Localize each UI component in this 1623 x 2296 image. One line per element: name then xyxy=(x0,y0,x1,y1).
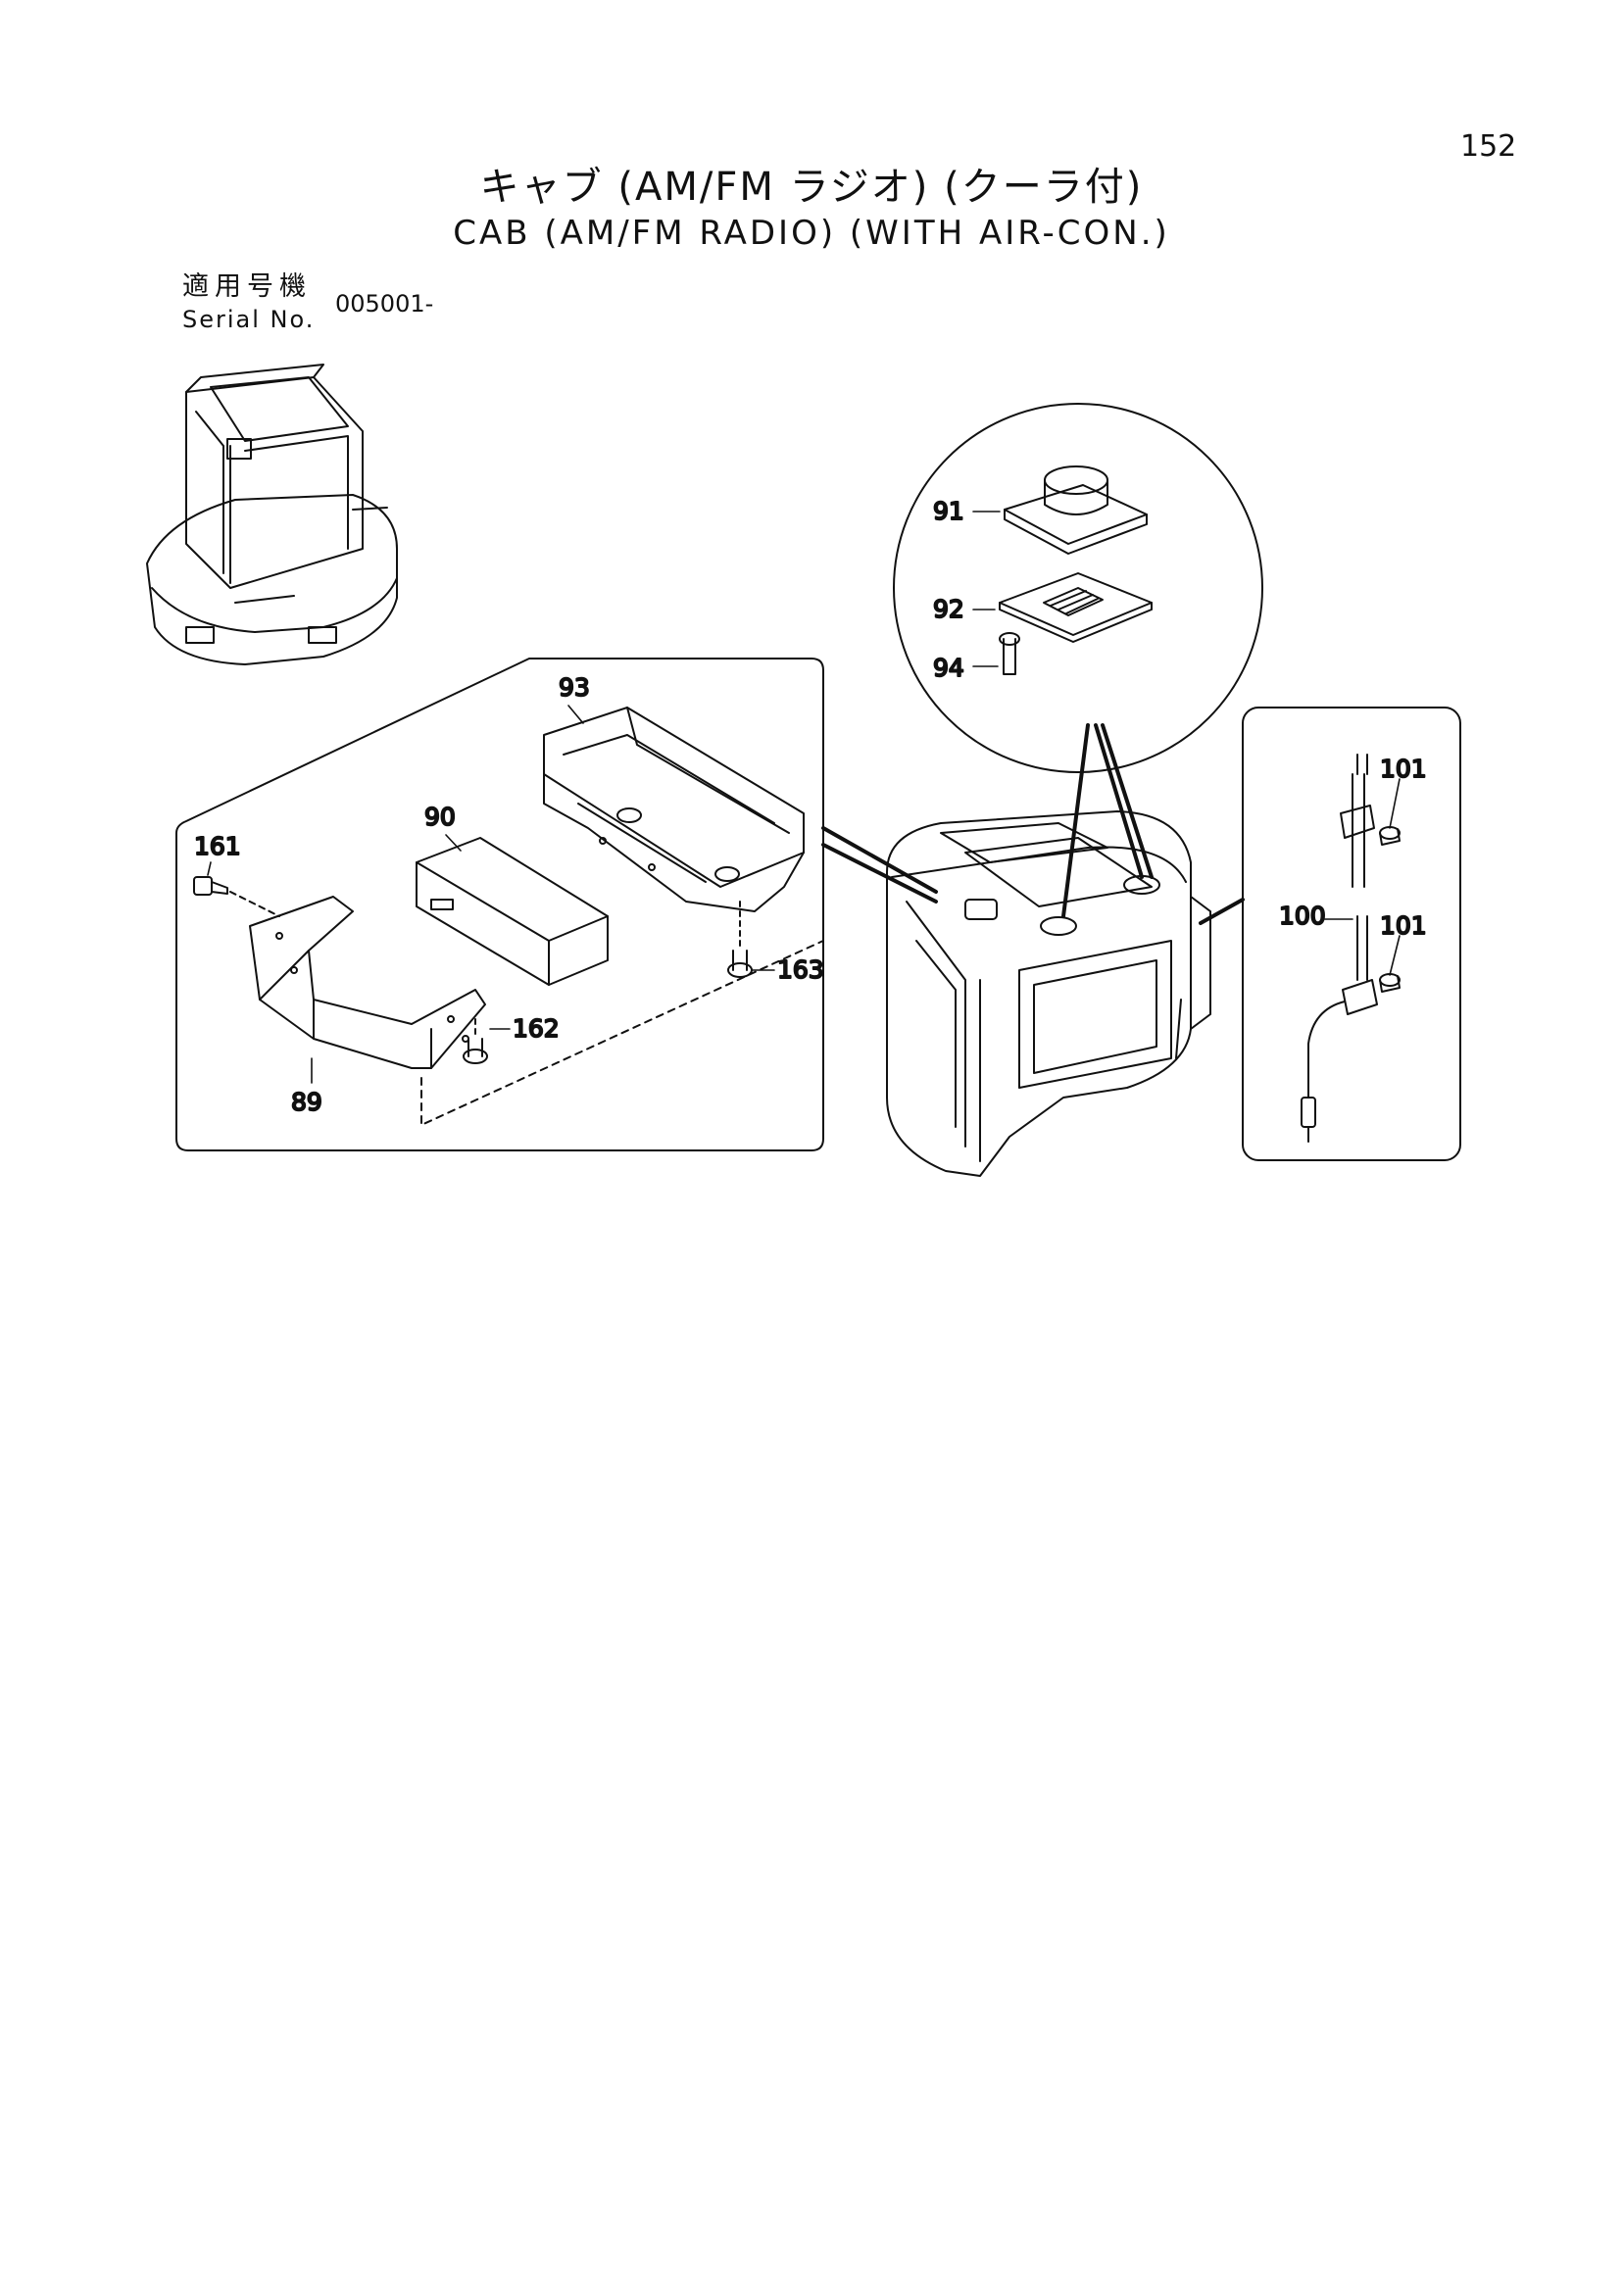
callout-93: 93 xyxy=(559,673,590,702)
serial-number-value: 005001- xyxy=(335,290,434,318)
machine-overview-illustration xyxy=(146,364,398,665)
screw-94-part xyxy=(999,632,1020,675)
bracket-part xyxy=(249,896,486,1069)
callout-leader-lines xyxy=(207,511,1401,1084)
antenna-upper-part xyxy=(1340,754,1375,888)
callout-161: 161 xyxy=(194,832,241,860)
speaker-connector-lines xyxy=(1061,723,1154,918)
radio-housing-part xyxy=(543,707,805,912)
callout-100: 100 xyxy=(1279,902,1326,930)
speaker-part xyxy=(1004,465,1148,555)
callout-101-lower: 101 xyxy=(1380,911,1427,940)
bracket-dashed-leader xyxy=(420,940,824,1126)
callout-91: 91 xyxy=(933,497,964,525)
callout-94: 94 xyxy=(933,654,964,682)
antenna-connector-line xyxy=(1199,898,1245,925)
antenna-detail-frame xyxy=(1242,707,1461,1161)
antenna-lower-part xyxy=(1301,915,1378,1143)
speaker-grille-part xyxy=(999,572,1153,643)
cab-illustration xyxy=(886,810,1211,1177)
radio-connector-line xyxy=(821,826,938,904)
callout-90: 90 xyxy=(424,803,456,831)
page-title-japanese: キャブ (AM/FM ラジオ) (クーラ付) xyxy=(479,165,1144,210)
callout-101-upper: 101 xyxy=(1380,755,1427,783)
callout-163: 163 xyxy=(777,955,824,984)
bolt-101-lower-part xyxy=(1379,973,1401,993)
bolt-163-part xyxy=(727,901,753,978)
bolt-101-upper-part xyxy=(1379,826,1401,846)
callout-92: 92 xyxy=(933,595,964,623)
radio-detail-frame xyxy=(175,658,824,1151)
callout-162: 162 xyxy=(513,1014,560,1043)
page-number: 152 xyxy=(1460,129,1517,164)
radio-unit-part xyxy=(416,837,609,986)
bolt-162-part xyxy=(463,1018,488,1064)
serial-label-english: Serial No. xyxy=(182,306,316,333)
page-title-english: CAB (AM/FM RADIO) (WITH AIR-CON.) xyxy=(453,214,1170,253)
callout-89: 89 xyxy=(291,1088,322,1116)
bolt-161-part xyxy=(193,876,280,917)
serial-label-japanese: 適用号機 xyxy=(182,271,312,302)
speaker-detail-circle xyxy=(893,403,1263,773)
